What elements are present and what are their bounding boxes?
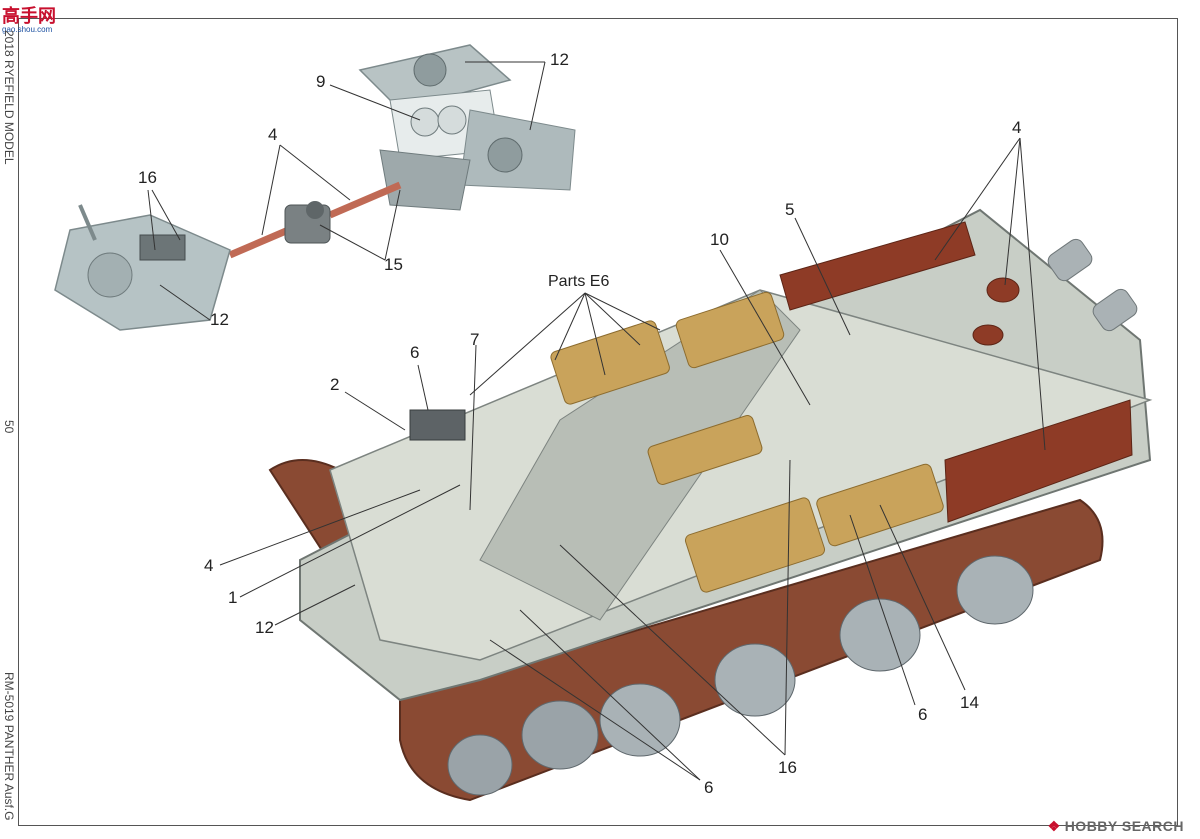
engine-assembly <box>358 44 576 211</box>
leader-lines <box>147 61 1046 781</box>
callout-4-right: 4 <box>1012 118 1022 137</box>
callout-14: 14 <box>960 693 979 712</box>
page-frame <box>18 18 1178 826</box>
callout-6-bottom: 6 <box>704 778 714 797</box>
drive-shaft <box>228 181 402 259</box>
exhaust-pipes <box>1047 238 1138 332</box>
callout-6-left: 6 <box>410 343 420 362</box>
watermark-logo: 高手网 gao.shou.com <box>2 6 56 34</box>
callout-parts-e6: Parts E6 <box>548 273 610 290</box>
callout-10: 10 <box>710 230 729 249</box>
callout-5: 5 <box>785 200 795 219</box>
callout-15: 15 <box>384 255 403 274</box>
callout-1: 1 <box>228 588 238 607</box>
callout-2: 2 <box>330 375 340 394</box>
callout-12-bottom: 12 <box>255 618 274 637</box>
road-wheels <box>447 555 1034 796</box>
callout-6-right: 6 <box>918 705 928 724</box>
red-panels <box>779 221 1133 523</box>
callout-9: 9 <box>316 72 326 91</box>
transmission-assembly <box>54 204 231 331</box>
callout-16-top: 16 <box>138 168 157 187</box>
brand-mark-icon: ❖ <box>1047 818 1061 834</box>
callout-12-top: 12 <box>550 50 569 69</box>
callout-16-bottom: 16 <box>778 758 797 777</box>
callout-7: 7 <box>470 330 480 349</box>
callout-4-left: 4 <box>204 556 214 575</box>
footer-brand: ❖HOBBY SEARCH <box>1047 818 1184 834</box>
callout-12-left: 12 <box>210 310 229 329</box>
callout-4-top: 4 <box>268 125 278 144</box>
